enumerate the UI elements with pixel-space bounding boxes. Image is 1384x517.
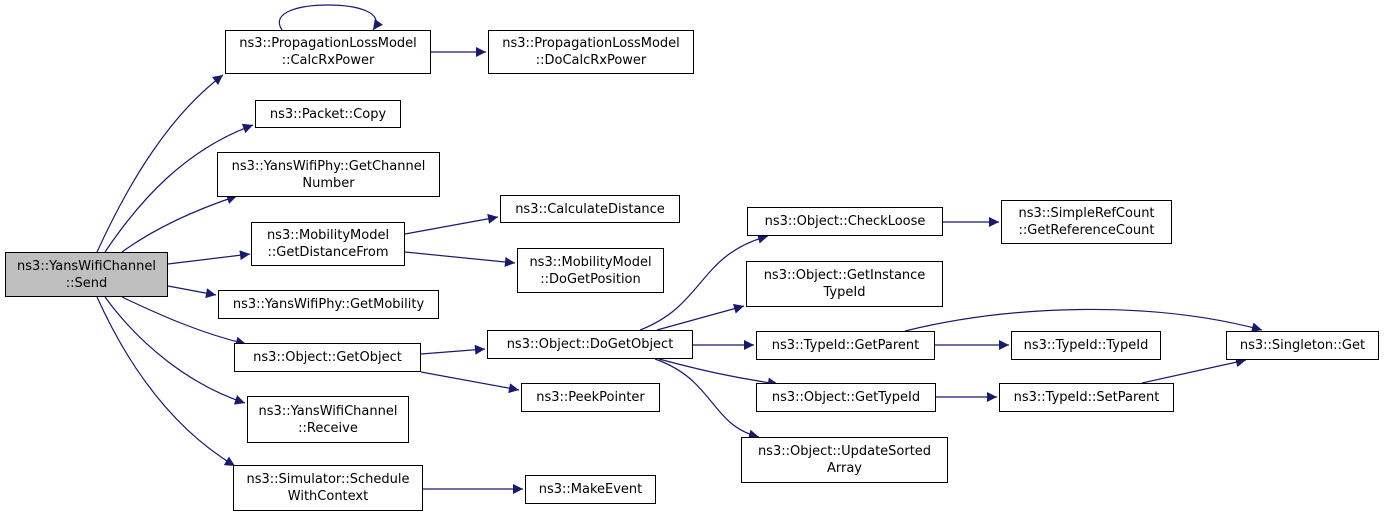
node-label-line: ns3::MakeEvent: [538, 482, 643, 497]
edge-get-distance-from-to-do-get-position: [404, 251, 516, 267]
node-label-line: Array: [826, 461, 862, 476]
edge-do-get-object-to-get-instance-type-id: [656, 303, 745, 331]
node-label-line: ns3::PeekPointer: [536, 390, 645, 405]
node-simulator-schedulewithcontext[interactable]: ns3::Simulator::Schedule WithContext: [233, 465, 423, 511]
node-label-line: ns3::Object::GetTypeId: [771, 390, 921, 405]
node-yanswifiphy-getchannelnumber[interactable]: ns3::YansWifiPhy::GetChannel Number: [217, 152, 440, 197]
edge-typeid-set-parent-to-singleton-get: [1141, 357, 1247, 384]
edge-send-to-schedule-with-context: [96, 296, 236, 467]
node-packet-copy[interactable]: ns3::Packet::Copy: [255, 100, 401, 128]
node-label-line: WithContext: [287, 489, 369, 504]
node-peekpointer[interactable]: ns3::PeekPointer: [521, 383, 660, 412]
node-label-line: ns3::MobilityModel: [266, 228, 390, 243]
edge-calc-rx-to-calc-rx: [278, 4, 383, 31]
node-propagationlossmodel-docalcrxpower[interactable]: ns3::PropagationLossModel ::DoCalcRxPowe…: [488, 30, 694, 74]
node-mobilitymodel-dogetposition[interactable]: ns3::MobilityModel ::DoGetPosition: [517, 248, 664, 293]
node-simplerefcount-getreferencecount[interactable]: ns3::SimpleRefCount ::GetReferenceCount: [1001, 200, 1172, 244]
node-mobilitymodel-getdistancefrom[interactable]: ns3::MobilityModel ::GetDistanceFrom: [251, 222, 405, 266]
node-label-line: ns3::SimpleRefCount: [1018, 206, 1155, 221]
node-label-line: ns3::Object::GetObject: [253, 350, 402, 365]
node-label-line: ::Send: [65, 275, 108, 291]
edge-send-to-get-distance-from: [167, 250, 251, 265]
node-label-line: ns3::YansWifiPhy::GetChannel: [231, 158, 426, 174]
node-label-line: ns3::TypeId::SetParent: [1013, 390, 1160, 405]
node-label-line: ns3::Object::UpdateSorted: [757, 444, 932, 459]
node-label-line: ::GetDistanceFrom: [267, 245, 389, 260]
node-label-line: Number: [302, 175, 355, 191]
node-singleton-get[interactable]: ns3::Singleton::Get: [1226, 331, 1379, 360]
edge-get-object-to-do-get-object: [420, 344, 486, 355]
node-object-getinstancetypeid[interactable]: ns3::Object::GetInstance TypeId: [746, 261, 943, 307]
node-typeid-getparent[interactable]: ns3::TypeId::GetParent: [756, 331, 935, 360]
node-label-line: ns3::YansWifiPhy::GetMobility: [232, 297, 425, 312]
node-label-line: ns3::Object::CheckLoose: [764, 214, 926, 229]
edge-send-to-packet-copy: [104, 123, 254, 253]
node-label-line: ns3::Singleton::Get: [1239, 338, 1366, 353]
node-label-line: ::Receive: [298, 420, 358, 436]
node-calculatedistance[interactable]: ns3::CalculateDistance: [500, 195, 680, 223]
edge-send-to-get-mobility: [167, 285, 217, 299]
edge-send-to-calc-rx: [96, 74, 224, 253]
edge-typeid-get-parent-to-singleton-get: [904, 308, 1263, 333]
node-label-line: ns3::YansWifiChannel: [258, 403, 398, 419]
node-label-line: ns3::TypeId::GetParent: [771, 338, 920, 353]
node-label-line: ns3::YansWifiChannel: [17, 258, 156, 274]
node-label-line: ns3::Object::DoGetObject: [506, 337, 674, 352]
node-label-line: ns3::Packet::Copy: [269, 106, 387, 122]
edge-send-to-get-object: [121, 296, 247, 347]
node-label-line: ns3::CalculateDistance: [515, 201, 665, 217]
node-object-getobject[interactable]: ns3::Object::GetObject: [234, 343, 421, 372]
node-propagationlossmodel-calcrxpower[interactable]: ns3::PropagationLossModel ::CalcRxPower: [225, 30, 431, 74]
edge-do-get-object-to-check-loose: [639, 233, 769, 331]
edge-do-get-object-to-object-get-type-id: [658, 358, 779, 388]
node-label-line: ns3::Simulator::Schedule: [246, 472, 410, 487]
node-yanswifiphy-getmobility[interactable]: ns3::YansWifiPhy::GetMobility: [218, 290, 439, 319]
node-label-line: ns3::PropagationLossModel: [239, 36, 417, 51]
node-label-line: ns3::PropagationLossModel: [502, 36, 680, 51]
edge-get-distance-from-to-calculate-distance: [404, 213, 499, 235]
node-label-line: ::DoGetPosition: [540, 271, 641, 287]
edge-send-to-get-channel-number: [121, 194, 238, 253]
node-typeid-setparent[interactable]: ns3::TypeId::SetParent: [999, 383, 1174, 412]
node-makeevent[interactable]: ns3::MakeEvent: [525, 475, 656, 504]
node-label-line: ns3::Object::GetInstance: [763, 268, 926, 283]
node-label-line: ::CalcRxPower: [281, 53, 375, 68]
node-object-gettypeid[interactable]: ns3::Object::GetTypeId: [756, 383, 936, 412]
edge-do-get-object-to-update-sorted-array: [654, 358, 760, 440]
node-object-dogetobject[interactable]: ns3::Object::DoGetObject: [487, 330, 693, 359]
node-object-checkloose[interactable]: ns3::Object::CheckLoose: [747, 207, 943, 236]
node-label-line: ::DoCalcRxPower: [535, 53, 647, 68]
node-yanswifichannel-send[interactable]: ns3::YansWifiChannel ::Send: [5, 252, 168, 297]
node-object-updatesortedarray[interactable]: ns3::Object::UpdateSorted Array: [741, 437, 948, 483]
node-typeid-typeid[interactable]: ns3::TypeId::TypeId: [1011, 331, 1161, 360]
node-label-line: ns3::MobilityModel: [529, 254, 652, 270]
edge-send-to-receive: [104, 296, 246, 405]
node-label-line: ::GetReferenceCount: [1018, 223, 1155, 238]
node-label-line: TypeId: [823, 285, 866, 300]
node-label-line: ns3::TypeId::TypeId: [1023, 338, 1149, 353]
node-yanswifichannel-receive[interactable]: ns3::YansWifiChannel ::Receive: [247, 396, 409, 443]
edge-get-object-to-peek-pointer: [420, 371, 520, 394]
